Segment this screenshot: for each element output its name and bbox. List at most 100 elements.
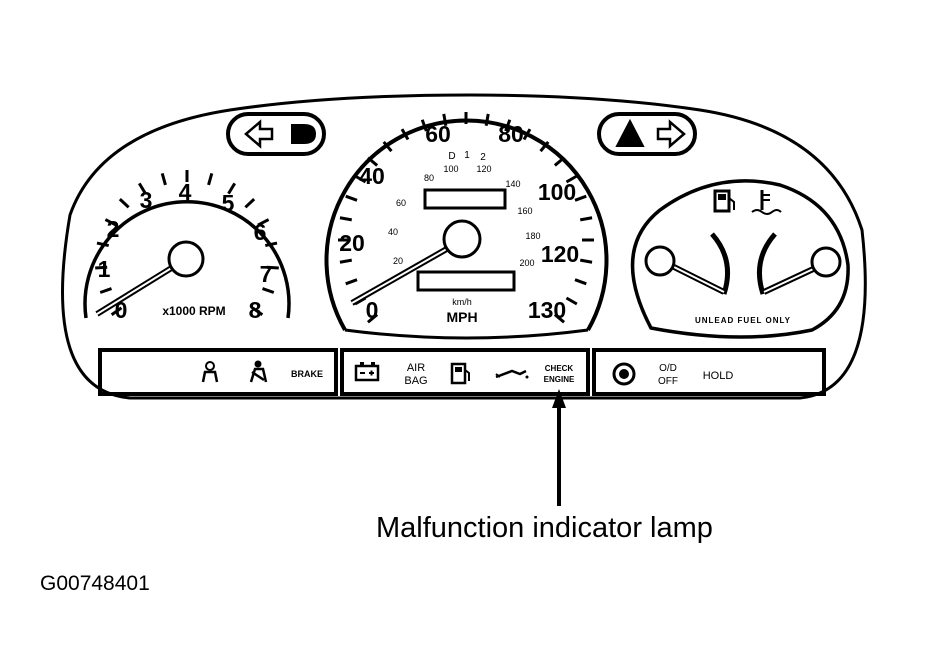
low-fuel-icon [450,362,470,385]
kmh-number-80: 80 [424,173,434,183]
kmh-number-100: 100 [443,164,458,174]
tachometer-tick [261,287,275,294]
left-indicator-pod [226,112,326,156]
tachometer-tick [227,182,237,195]
speedometer-tick [565,174,578,184]
speedo-unit-kmh: km/h [452,297,472,307]
tach-number-6: 6 [254,219,267,245]
speedometer-tick [420,119,428,132]
tachometer-tick [104,218,117,227]
tachometer-tick [99,287,113,294]
speedometer-tick [579,258,593,264]
speedo-needle-hub [442,219,482,259]
od-off-label-line1: O/D [659,363,677,374]
tachometer-tick [207,172,214,186]
speedometer-tick [339,258,353,264]
speedo-top-digit-2: 2 [480,152,486,163]
temp-needle-hub [810,246,842,278]
kmh-number-120: 120 [476,164,491,174]
figure-id: G00748401 [40,572,150,595]
speedometer-tick [366,313,379,324]
odometer-window [423,188,507,210]
speedo-top-digit-d: D [448,151,455,162]
warning-panel-right [592,348,826,396]
temp-scale-arc [756,232,777,295]
speedometer-tick [504,119,512,132]
fuel-needle-hub [644,245,676,277]
tachometer-tick [160,172,167,186]
tachometer-ticks [95,170,279,316]
tach-number-4: 4 [179,179,192,205]
tachometer-tick [264,241,278,248]
mph-number-80: 80 [498,121,524,147]
tachometer-tick [244,198,256,209]
coolant-temp-icon [751,190,782,215]
tachometer-tick [251,306,264,316]
mph-number-60: 60 [425,121,451,147]
fuel-pump-icon [713,189,735,213]
tachometer-tick [137,182,147,195]
speedometer-tick [553,156,566,167]
warning-panel-left [98,348,338,396]
speedometer-tick [579,216,593,222]
speedo-top-digit-1: 1 [464,150,470,161]
tach-number-5: 5 [222,190,235,216]
left-turn-arrow-icon [244,119,274,149]
speedometer-tick [382,140,393,153]
air-bag-label-line2: BAG [404,375,427,387]
speedometer-tick [565,296,578,306]
speedometer-tick [522,128,532,141]
mph-number-100: 100 [538,179,576,205]
speedometer-tick [345,278,358,286]
speedo-unit-mph: MPH [446,309,477,325]
mph-number-130: 130 [528,297,566,323]
right-indicator-pod [597,112,697,156]
brake-lamp-label: BRAKE [291,369,323,379]
tachometer-tick [110,306,123,316]
speedometer-tick [484,113,490,127]
battery-charge-icon [354,362,380,382]
tach-needle-hub [167,240,205,278]
malfunction-indicator-lamp-callout: Malfunction indicator lamp [376,512,713,544]
tach-number-7: 7 [260,261,273,287]
speedometer-tick [539,140,550,153]
speedometer: 0 20 40 60 80 100 120 130 20 40 60 80 10… [324,112,609,340]
cluster-housing [61,93,867,400]
speedometer-tick [574,278,587,286]
speedometer-tick [339,216,353,222]
mph-number-20: 20 [339,230,365,256]
kmh-number-40: 40 [388,227,398,237]
mph-number-40: 40 [359,163,385,189]
kmh-number-60: 60 [396,198,406,208]
warning-lamp-panel: BRAKE AIR BAG CHECK ENGINE O/D OFF [98,348,826,396]
tach-number-2: 2 [107,216,120,242]
speedometer-tick [354,174,367,184]
oil-pressure-icon [495,369,529,379]
kmh-number-20: 20 [393,256,403,266]
tachometer-tick [96,241,110,248]
abs-warning-icon [612,362,636,386]
air-bag-label-line1: AIR [407,362,425,374]
speedometer-tick [345,194,358,202]
speedometer-tick [574,194,587,202]
tripmeter-window [416,270,516,292]
unleaded-fuel-label: UNLEAD FUEL ONLY [695,316,791,325]
tachometer-tick [95,265,108,270]
tachometer-tick [257,218,270,227]
speedometer-tick [553,313,566,324]
seatbelt-person-icon [249,360,268,383]
kmh-number-180: 180 [525,231,540,241]
right-turn-arrow-icon [656,119,686,149]
tach-number-1: 1 [98,256,111,282]
kmh-number-200: 200 [519,258,534,268]
mph-number-0: 0 [366,297,379,323]
seatbelt-warning-icon [201,361,219,383]
speedometer-tick [366,156,379,167]
hold-lamp-label: HOLD [703,370,734,382]
speedometer-tick [442,113,448,127]
mph-number-120: 120 [541,241,579,267]
headlamp-icon [291,124,316,144]
check-engine-label-line2: ENGINE [544,375,575,384]
kmh-number-140: 140 [505,179,520,189]
